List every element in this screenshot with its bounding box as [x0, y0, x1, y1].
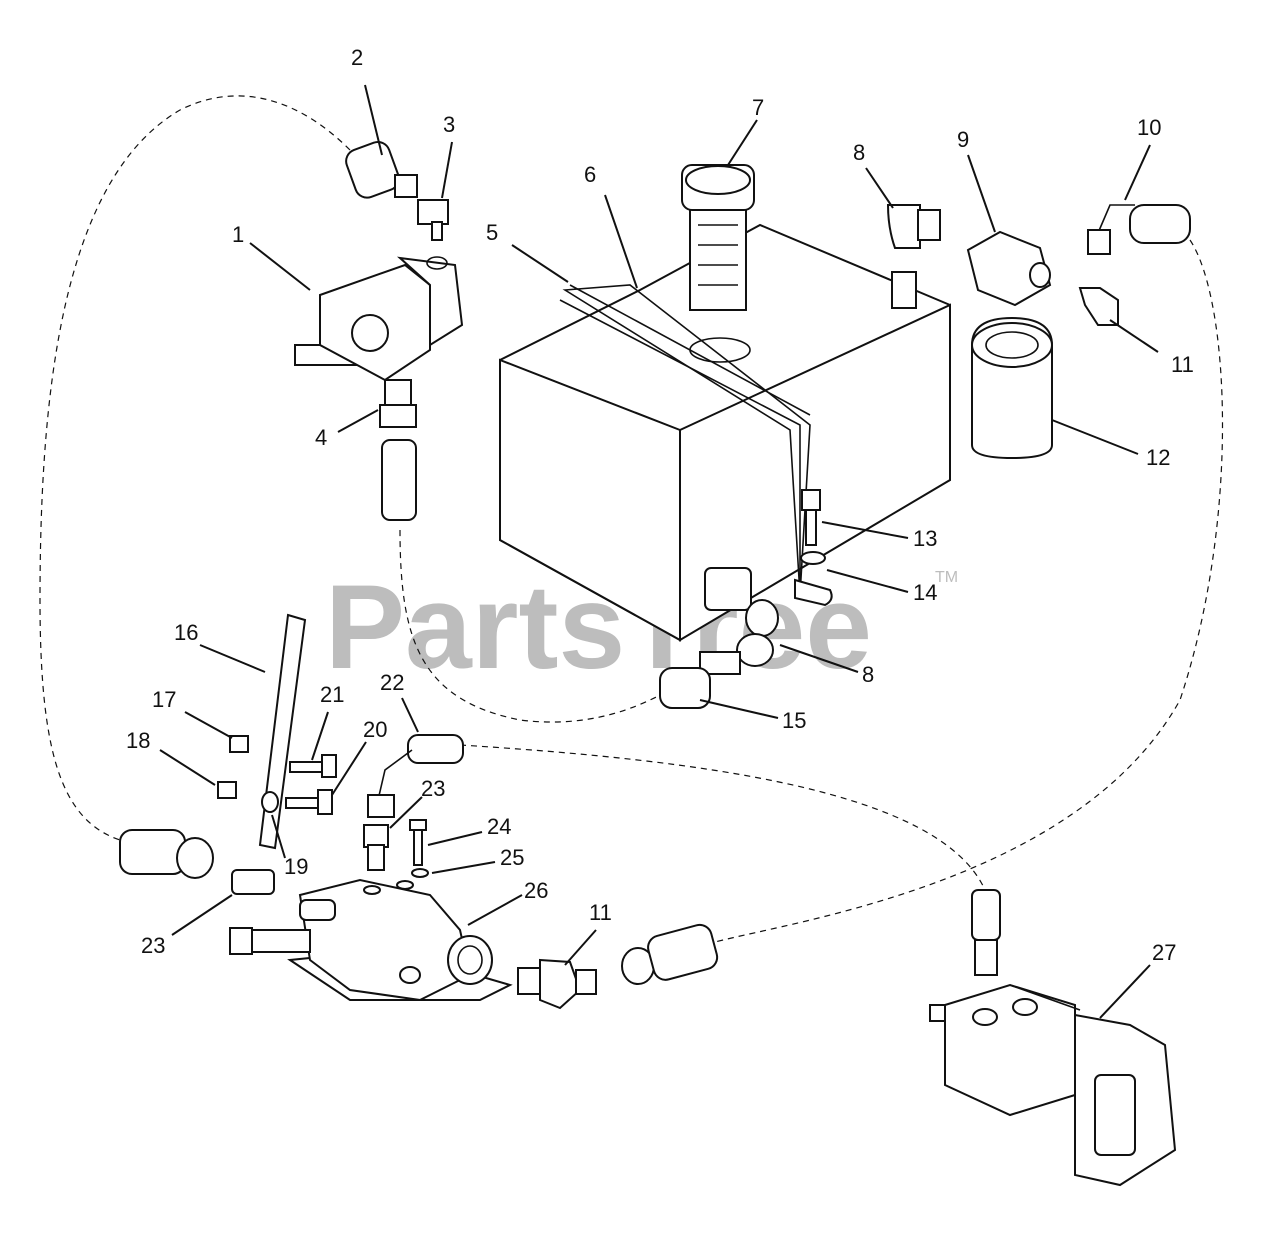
- hydraulic-motor-lower: [929, 983, 1177, 1187]
- callout-13: 13: [913, 526, 937, 551]
- hose-end-upper: [381, 439, 417, 521]
- callout-20: 20: [363, 717, 387, 742]
- hose-routes: [39, 95, 1224, 943]
- watermark-trademark: TM: [935, 569, 958, 586]
- hose-end-left: [119, 829, 214, 879]
- callout-16: 16: [174, 620, 198, 645]
- callout-5: 5: [486, 220, 498, 245]
- bolt-lever-lower: [285, 789, 333, 815]
- elbow-fitting-lower: [517, 958, 597, 1010]
- adapter-fitting-valve: [363, 824, 389, 871]
- callout-7: 7: [752, 95, 764, 120]
- callout-15: 15: [782, 708, 806, 733]
- oil-filter: [971, 316, 1053, 460]
- callout-23-upper: 23: [421, 776, 445, 801]
- washer: [261, 791, 279, 813]
- adapter-fitting-left: [231, 869, 275, 895]
- hose-fitting-top: [345, 141, 418, 199]
- hose-fitting-upper-right: [1087, 204, 1191, 255]
- hydraulic-pump-upper: [294, 256, 464, 382]
- hydraulic-tank: [499, 223, 951, 642]
- callouts: 1 2 3 4 5 6 7 8 9 10 11 12 13 14 8 15 16…: [126, 45, 1194, 965]
- leader-lines: [159, 84, 1159, 1019]
- callout-8-upper: 8: [853, 140, 865, 165]
- callout-3: 3: [443, 112, 455, 137]
- adapter-fitting-upper: [379, 379, 417, 428]
- callout-21: 21: [320, 682, 344, 707]
- callout-12: 12: [1146, 445, 1170, 470]
- callout-9: 9: [957, 127, 969, 152]
- hose-end-motor: [971, 889, 1001, 976]
- callout-8-lower: 8: [862, 662, 874, 687]
- breather-cap: [681, 164, 755, 311]
- screw-valve: [409, 819, 427, 866]
- callout-17: 17: [152, 687, 176, 712]
- control-valve: [229, 878, 513, 1002]
- elbow-fitting-upper: [886, 204, 941, 249]
- callout-18: 18: [126, 728, 150, 753]
- callout-1: 1: [232, 222, 244, 247]
- callout-14: 14: [913, 580, 937, 605]
- elbow-fitting-right: [1078, 287, 1119, 326]
- tank-port-fitting: [891, 271, 917, 309]
- control-lever: [258, 613, 307, 850]
- callout-22: 22: [380, 670, 404, 695]
- bolt-and-washer: [800, 489, 826, 565]
- hose-fitting-elbow: [367, 734, 464, 818]
- hose-end-lower-right: [621, 923, 719, 985]
- filter-head: [966, 230, 1052, 307]
- callout-2: 2: [351, 45, 363, 70]
- elbow-fitting-top: [417, 199, 449, 241]
- o-ring: [411, 868, 429, 878]
- nut-lower: [217, 781, 237, 799]
- callout-27: 27: [1152, 940, 1176, 965]
- hose-filter-to-valve: [714, 239, 1224, 943]
- callout-24: 24: [487, 814, 511, 839]
- hose-valve-to-motor: [459, 744, 986, 891]
- tank-outlet-fittings: [659, 567, 779, 709]
- callout-4: 4: [315, 425, 327, 450]
- hose-pump-to-tank: [399, 529, 671, 723]
- callout-10: 10: [1137, 115, 1161, 140]
- callout-25: 25: [500, 845, 524, 870]
- callout-6: 6: [584, 162, 596, 187]
- callout-23-lower: 23: [141, 933, 165, 958]
- bolt-lever-upper: [289, 754, 337, 778]
- callout-11-upper: 11: [1171, 352, 1194, 377]
- callout-19: 19: [284, 854, 308, 879]
- nut-upper: [229, 735, 249, 753]
- hose-pump-to-valve: [39, 95, 351, 841]
- callout-11-lower: 11: [589, 900, 612, 925]
- callout-26: 26: [524, 878, 548, 903]
